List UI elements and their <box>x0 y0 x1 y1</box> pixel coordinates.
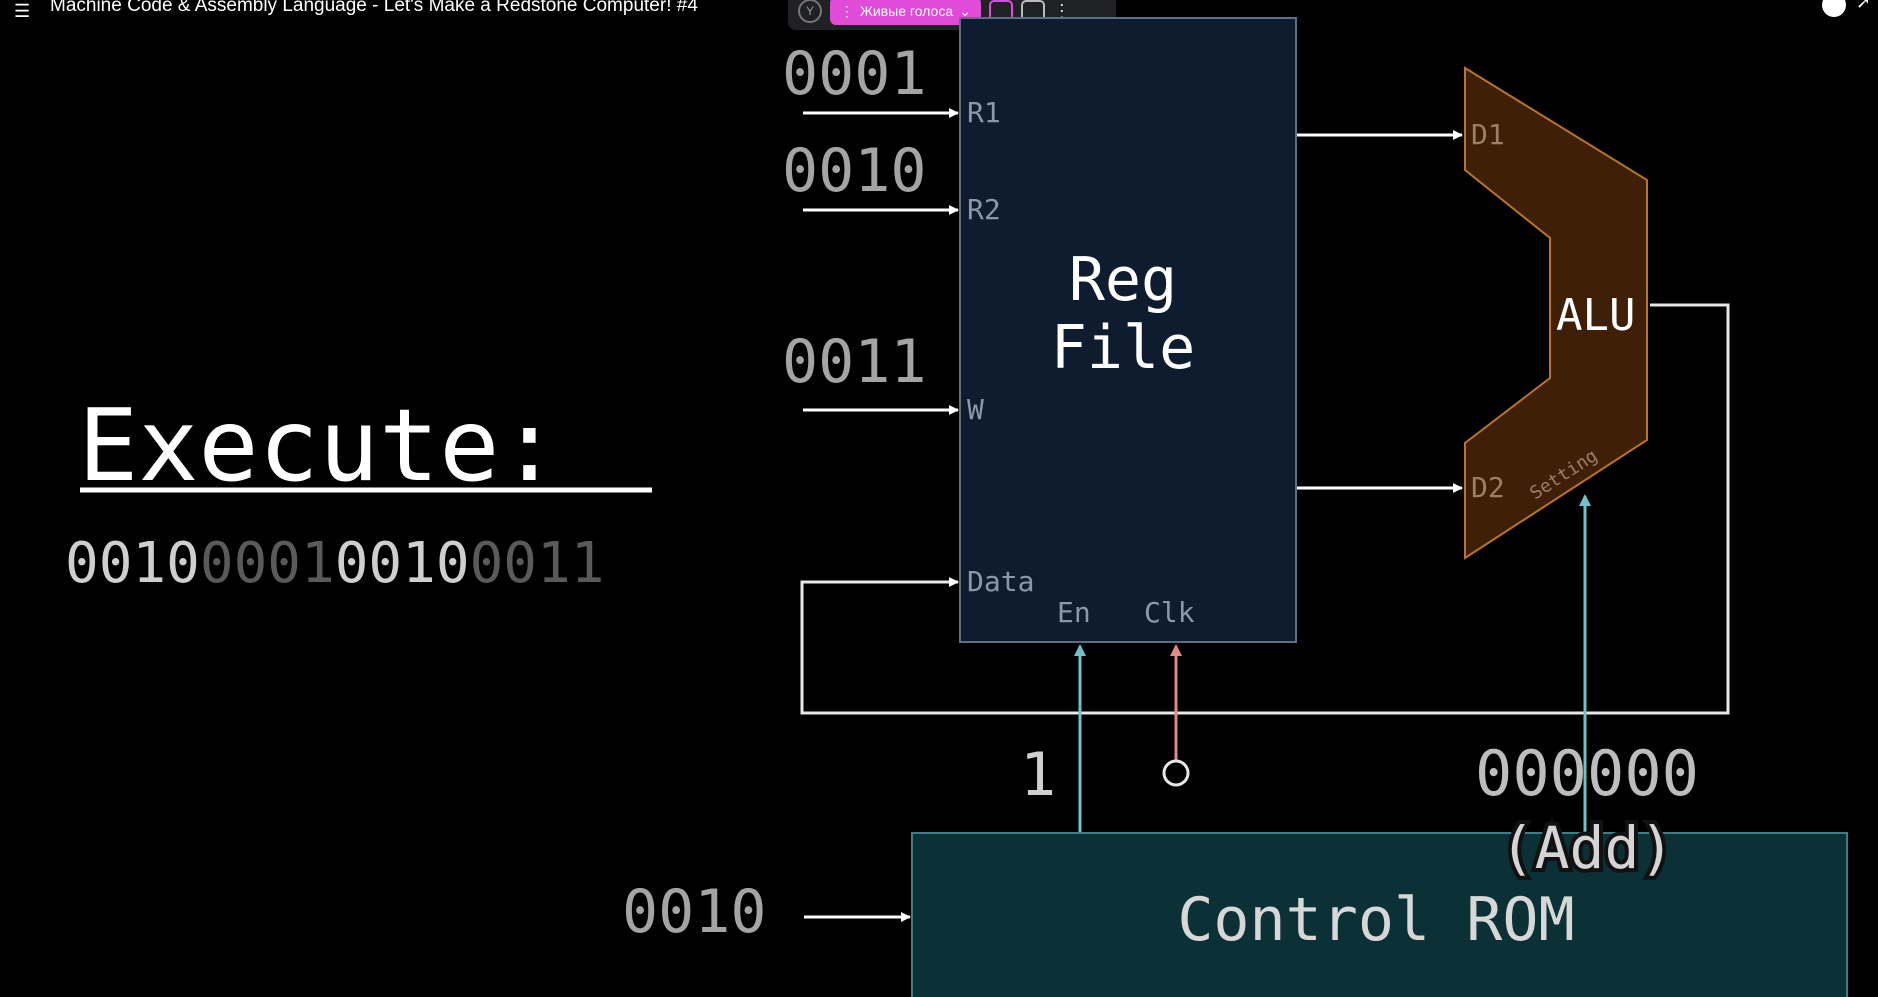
alu-setting-op: (Add) <box>1500 814 1675 882</box>
alu-shape <box>1464 66 1648 560</box>
regfile-title-line1: Reg <box>1069 245 1177 315</box>
register-file-box <box>959 17 1297 643</box>
video-title-bar: ☰ Machine Code & Assembly Language - Let… <box>0 0 1878 24</box>
clock-input-node <box>1162 759 1190 787</box>
video-title: Machine Code & Assembly Language - Let's… <box>50 0 698 16</box>
r2-bits-label: 0010 <box>782 136 927 206</box>
more-options-icon[interactable]: ⋮ <box>1052 0 1071 21</box>
port-r1-label: R1 <box>967 96 1001 129</box>
browser-video-toolbar: Y ⋮ Живые голоса ⌄ ⋮ <box>788 0 1116 30</box>
chevron-down-icon: ⌄ <box>959 2 971 19</box>
port-data-label: Data <box>967 565 1034 598</box>
voice-icon: ⋮ <box>840 2 854 19</box>
instruction-binary: 0010000100100011 <box>65 531 604 596</box>
alu-result-feedback-wire <box>800 303 1730 715</box>
instruction-bits-r1: 0001 <box>200 531 335 596</box>
instruction-bits-w: 0011 <box>470 531 605 596</box>
execute-label: Execute: <box>78 387 560 504</box>
playlist-menu-icon[interactable]: ☰ <box>14 1 31 21</box>
port-en-label: En <box>1057 596 1091 629</box>
alu-setting-bits: 000000 <box>1475 737 1699 810</box>
port-w-label: W <box>967 393 984 426</box>
alu-label: ALU <box>1556 290 1635 341</box>
control-rom-box <box>911 832 1848 997</box>
r1-bits-label: 0001 <box>782 39 927 109</box>
instruction-bits-r2: 0010 <box>335 531 470 596</box>
live-voices-button[interactable]: ⋮ Живые голоса ⌄ <box>830 0 981 25</box>
live-voices-label: Живые голоса <box>860 3 954 19</box>
yandex-logo-icon[interactable]: Y <box>798 0 822 23</box>
w-bits-label: 0011 <box>782 327 927 397</box>
rom-input-bits: 0010 <box>622 877 767 947</box>
share-icon[interactable]: ➚ <box>1856 0 1872 12</box>
instruction-bits-opcode: 0010 <box>65 531 200 596</box>
port-r2-label: R2 <box>967 193 1001 226</box>
port-clk-label: Clk <box>1144 596 1195 629</box>
alu-d2-label: D2 <box>1471 471 1505 504</box>
enable-value: 1 <box>1020 740 1056 810</box>
control-rom-label: Control ROM <box>1177 885 1574 955</box>
regfile-title-line2: File <box>1051 313 1196 383</box>
watch-later-icon[interactable] <box>1822 0 1846 17</box>
alu-d1-label: D1 <box>1471 118 1505 151</box>
